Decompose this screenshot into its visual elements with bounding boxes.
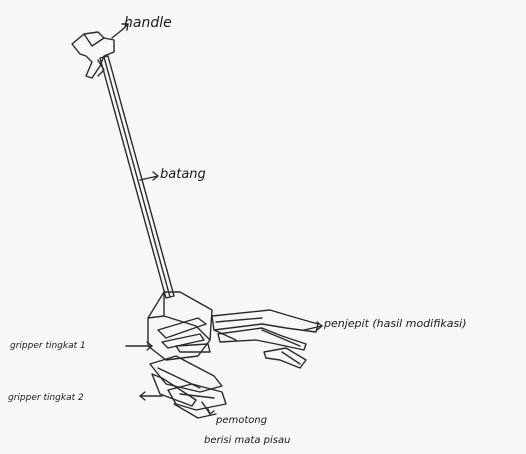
gripper-level-1 <box>158 318 210 352</box>
arrow-batang <box>140 172 158 180</box>
arrow-gripper-2 <box>140 392 162 400</box>
label-pemotong: pemotong <box>216 416 267 426</box>
label-batang: batang <box>160 168 206 181</box>
label-gripper-1: gripper tingkat 1 <box>10 342 86 351</box>
label-pemotong-note: berisi mata pisau <box>204 436 290 446</box>
arrow-gripper-1 <box>126 342 152 350</box>
label-gripper-2: gripper tingkat 2 <box>8 394 84 403</box>
label-handle: handle <box>124 16 172 30</box>
clamp-penjepit <box>212 310 318 368</box>
label-penjepit: penjepit (hasil modifikasi) <box>324 318 467 329</box>
gripper-level-2 <box>150 356 222 406</box>
